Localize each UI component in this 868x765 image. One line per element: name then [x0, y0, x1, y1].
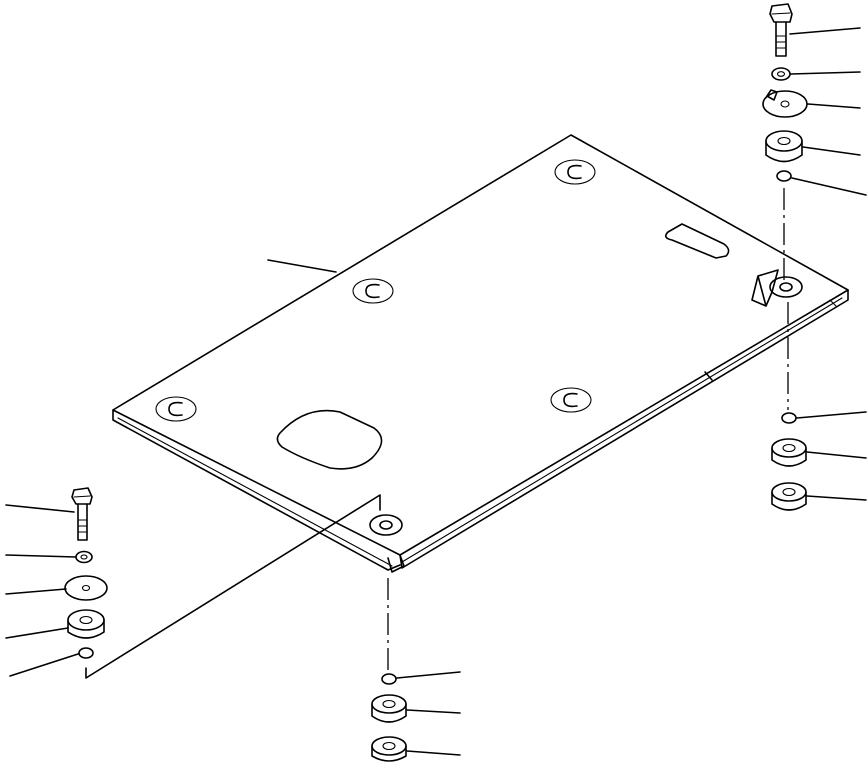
marker-c-1 [554, 159, 596, 185]
o-ring [381, 673, 397, 685]
lock-washer [75, 550, 93, 564]
washer-plate [762, 89, 808, 118]
slot-hole [664, 223, 730, 259]
rubber-mount [765, 130, 803, 163]
rubber-cushion [771, 438, 807, 467]
leader-floor-plate [267, 259, 337, 273]
mount-stack-left [5, 487, 381, 679]
rubber-cushion [371, 694, 407, 723]
lock-washer [771, 67, 791, 81]
marker-c-4 [550, 387, 592, 413]
washer-plate [64, 575, 108, 601]
bracket [751, 269, 779, 307]
o-ring [781, 412, 797, 424]
rubber-mount [771, 482, 807, 511]
marker-c-2 [352, 278, 394, 304]
rubber-mount [67, 609, 105, 639]
marker-c-3 [155, 396, 197, 422]
floor-plate [112, 134, 849, 573]
bolt [769, 3, 793, 57]
bolt [71, 487, 93, 541]
o-ring [78, 647, 94, 659]
rubber-mount [371, 736, 407, 762]
mount-stack-bottom [371, 578, 461, 762]
o-ring [776, 170, 792, 182]
mount-stack-lower-right [771, 302, 867, 511]
mount-hole-rear [369, 514, 403, 536]
mount-stack-upper-right [762, 3, 867, 282]
mount-hole-right [769, 276, 803, 298]
access-hole [276, 409, 383, 470]
